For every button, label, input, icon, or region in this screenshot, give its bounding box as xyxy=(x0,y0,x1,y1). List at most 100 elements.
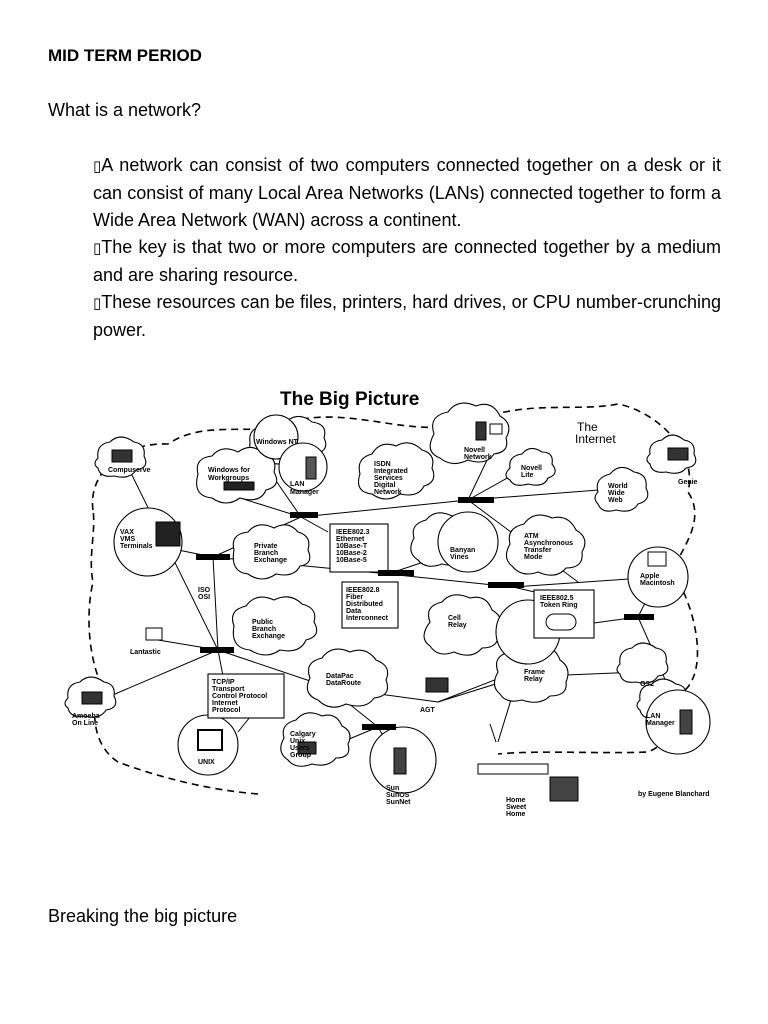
label-iso: OSI xyxy=(198,594,210,601)
diagram-credit: by Eugene Blanchard xyxy=(638,791,710,798)
terminal-icon xyxy=(155,521,181,547)
label-novell-network: Novell xyxy=(464,447,485,454)
label-isdn: ISDN xyxy=(374,461,391,468)
label-ieee8023: 10Base-T xyxy=(336,543,368,550)
internet-label-line: Internet xyxy=(575,432,616,446)
internet-label-line: The xyxy=(577,420,598,434)
bullet-text: A network can consist of two computers c… xyxy=(93,155,721,230)
label-pbx-public: Exchange xyxy=(252,633,285,640)
label-compuserve: Compuserve xyxy=(108,467,151,474)
bullet-text: These resources can be files, printers, … xyxy=(93,292,721,340)
bullet-list: ▯ A network can consist of two computers … xyxy=(93,152,721,344)
label-frame-relay: Relay xyxy=(524,676,543,683)
modem-icon xyxy=(223,481,255,491)
label-fddi: Interconnect xyxy=(346,615,389,622)
label-www: Wide xyxy=(608,490,625,497)
protocol-boxes xyxy=(207,523,595,719)
label-agt: AGT xyxy=(420,707,436,714)
label-lan-manager: Manager xyxy=(290,489,319,496)
label-datapac: DataRoute xyxy=(326,680,361,687)
router-icon xyxy=(477,763,549,775)
server-icon xyxy=(679,709,693,735)
phone-icon xyxy=(111,449,133,463)
label-windows-wg: Workgroups xyxy=(208,475,249,482)
label-tcpip: Transport xyxy=(212,686,245,693)
label-banyan: Vines xyxy=(450,554,469,561)
label-vax: VMS xyxy=(120,536,136,543)
label-calgary: Users xyxy=(290,745,310,752)
cloud xyxy=(306,648,389,708)
label-amoeba: Amoeba xyxy=(72,713,100,720)
label-atm: Mode xyxy=(524,554,542,561)
label-pbx-private: Exchange xyxy=(254,557,287,564)
label-isdn: Network xyxy=(374,489,402,496)
network-diagram: The Big Picture The Internet xyxy=(64,389,711,818)
token-ring-icon xyxy=(545,613,577,631)
cloud xyxy=(196,446,278,504)
label-windows-wg: Windows for xyxy=(208,467,250,474)
label-genie: Genie xyxy=(678,479,698,486)
label-home: Home xyxy=(506,797,526,804)
label-sun: Sun xyxy=(386,785,399,792)
label-isdn: Integrated xyxy=(374,468,408,475)
computer-icon xyxy=(475,421,487,441)
label-novell-lite: Novell xyxy=(521,465,542,472)
label-amoeba: On Line xyxy=(72,720,98,727)
label-pbx-public: Branch xyxy=(252,626,276,633)
label-cell-relay: Cell xyxy=(448,615,461,622)
phone-icon xyxy=(425,677,449,693)
bullet-item: ▯The key is that two or more computers a… xyxy=(93,234,721,289)
question-text: What is a network? xyxy=(48,100,202,120)
label-fddi: Distributed xyxy=(346,601,383,608)
label-ieee8023: 10Base-5 xyxy=(336,557,367,564)
device-icons xyxy=(81,421,693,802)
cloud xyxy=(594,466,649,512)
label-home: Home xyxy=(506,811,526,818)
label-fddi: IEEE802.8 xyxy=(346,587,380,594)
label-os2: OS2 xyxy=(640,681,654,688)
label-tcpip: Internet xyxy=(212,700,238,707)
monitor-icon xyxy=(197,729,223,751)
label-fddi: Fiber xyxy=(346,594,363,601)
bullet-item: ▯A network can consist of two computers … xyxy=(93,152,721,234)
antenna-icon xyxy=(489,723,497,743)
label-isdn: Digital xyxy=(374,482,395,489)
label-tcpip: Control Protocol xyxy=(212,693,267,700)
bullet-glyph: ▯ xyxy=(93,295,102,312)
cloud xyxy=(505,514,586,576)
section-heading: Breaking the big picture xyxy=(48,906,238,926)
label-tcpip: Protocol xyxy=(212,707,240,714)
label-ieee8023: Ethernet xyxy=(336,536,365,543)
cloud xyxy=(429,402,510,465)
label-tcpip: TCP/IP xyxy=(212,679,235,686)
label-lantastic: Lantastic xyxy=(130,649,161,656)
hub-devices xyxy=(196,497,654,730)
label-datapac: DataPac xyxy=(326,673,354,680)
phone-icon xyxy=(297,741,317,755)
bullet-glyph: ▯ xyxy=(93,240,102,257)
label-windows-nt: Windows NT xyxy=(256,439,299,446)
home-computer-icon xyxy=(549,776,579,802)
label-atm: ATM xyxy=(524,533,539,540)
monitor-icon xyxy=(145,627,163,641)
label-token-ring: Token Ring xyxy=(540,602,578,609)
phone-icon xyxy=(81,691,103,705)
label-lan-manager-bottom: Manager xyxy=(646,720,675,727)
label-lan-manager: LAN xyxy=(290,481,304,488)
label-banyan: Banyan xyxy=(450,547,475,554)
label-calgary: Unix xyxy=(290,738,305,745)
label-atm: Transfer xyxy=(524,547,552,554)
label-atm: Asynchronous xyxy=(524,540,573,547)
cloud xyxy=(616,642,669,684)
label-token-ring: IEEE802.5 xyxy=(540,595,574,602)
label-novell-lite: Lite xyxy=(521,472,534,479)
diagram-title: The Big Picture xyxy=(280,389,419,410)
phone-icon xyxy=(667,447,689,461)
label-apple: Macintosh xyxy=(640,580,675,587)
page-heading: MID TERM PERIOD xyxy=(48,46,202,65)
label-iso: ISO xyxy=(198,587,211,594)
label-ieee8023: IEEE802.3 xyxy=(336,529,370,536)
cloud xyxy=(232,524,311,580)
server-icon xyxy=(305,456,317,480)
label-calgary: Group xyxy=(290,752,311,759)
